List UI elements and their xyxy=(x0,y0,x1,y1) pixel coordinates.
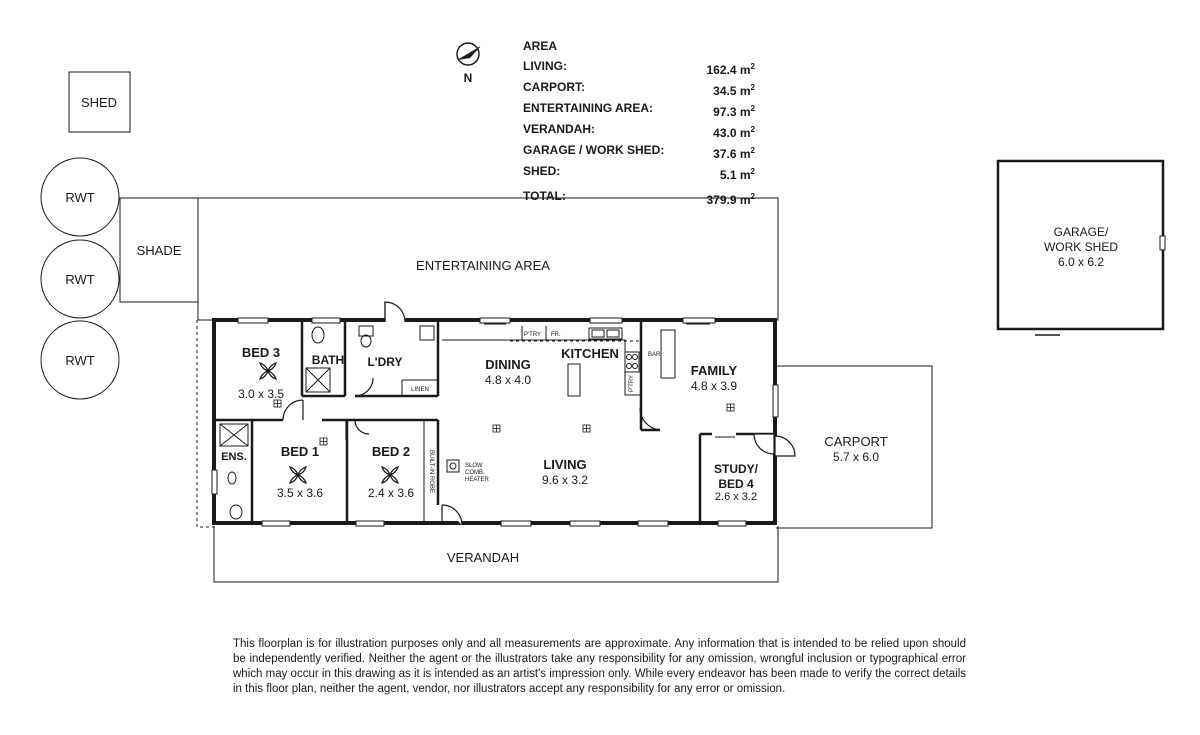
room-ens-name: ENS. xyxy=(221,451,247,463)
room-bath-name: BATH xyxy=(312,353,344,367)
area-row-garage: GARAGE / WORK SHED: 37.6 m2 xyxy=(523,143,755,161)
compass-label: N xyxy=(464,71,473,85)
room-ldry-name: L'DRY xyxy=(367,355,402,369)
area-title: AREA xyxy=(523,39,558,53)
room-study-name-2: BED 4 xyxy=(718,477,754,491)
window-family xyxy=(682,317,716,324)
heater-icon xyxy=(446,459,460,473)
ceiling-fan-icon-bed1 xyxy=(289,466,307,484)
heater-label-2: COMB. xyxy=(465,470,485,476)
garage-label-2: WORK SHED xyxy=(1044,240,1118,254)
window-bed2 xyxy=(355,520,385,527)
shower-icon xyxy=(305,367,331,393)
entertaining-area-label: ENTERTAINING AREA xyxy=(416,258,550,273)
disclaimer-text: This floorplan is for illustration purpo… xyxy=(233,638,966,695)
room-family-name: FAMILY xyxy=(691,363,738,378)
rainwater-tank-1 xyxy=(40,157,120,237)
room-bed3-dim: 3.0 x 3.5 xyxy=(238,387,284,401)
rainwater-tank-3 xyxy=(40,320,120,400)
room-bed2-name: BED 2 xyxy=(372,444,410,459)
fridge-label: FR. xyxy=(551,332,561,338)
ensuite-shower-icon xyxy=(219,423,249,447)
ceiling-vent-icons xyxy=(273,399,735,446)
garage-dimensions: 6.0 x 6.2 xyxy=(1058,255,1104,269)
room-living-name: LIVING xyxy=(543,457,586,472)
bar-counter xyxy=(660,329,676,379)
carport-label: CARPORT xyxy=(824,434,887,449)
ceiling-fan-icon-bed3 xyxy=(259,362,277,380)
room-dining-dim: 4.8 x 4.0 xyxy=(485,373,531,387)
window-ensuite xyxy=(211,469,218,495)
area-schedule: AREA LIVING: 162.4 m2 CARPORT: 34.5 m2 E… xyxy=(523,38,755,209)
room-bed3-name: BED 3 xyxy=(242,345,280,360)
rainwater-tank-2 xyxy=(40,239,120,319)
north-arrow-icon xyxy=(456,42,481,66)
window-bed3 xyxy=(237,317,269,324)
ceiling-fan-icon-bed2 xyxy=(381,466,399,484)
shed-label: SHED xyxy=(81,95,117,110)
verandah-label: VERANDAH xyxy=(447,550,519,565)
window-living-2 xyxy=(569,520,601,527)
room-bed2-dim: 2.4 x 3.6 xyxy=(368,486,414,500)
bar-label: BAR xyxy=(648,352,661,358)
garage-window xyxy=(1159,235,1166,251)
carport-dimensions: 5.7 x 6.0 xyxy=(833,450,879,464)
sink-icon xyxy=(588,327,623,340)
rwt-label-1: RWT xyxy=(65,190,94,205)
heater-label-1: SLOW xyxy=(465,463,483,469)
room-study-dim: 2.6 x 3.2 xyxy=(715,491,757,503)
window-dining xyxy=(479,317,511,324)
shed-outline xyxy=(68,71,131,133)
carport-outline xyxy=(776,365,933,529)
garage-label-1: GARAGE/ xyxy=(1054,225,1109,239)
area-row-carport: CARPORT: 34.5 m2 xyxy=(523,80,755,98)
area-row-total: TOTAL: 379.9 m2 xyxy=(523,189,755,207)
ensuite-basin-icon xyxy=(227,471,237,485)
window-living-3 xyxy=(637,520,669,527)
heater-label-3: HEATER xyxy=(465,477,490,483)
window-bed1 xyxy=(261,520,291,527)
window-kitchen xyxy=(589,317,623,324)
door-swings xyxy=(282,301,796,526)
area-row-entertaining: ENTERTAINING AREA: 97.3 m2 xyxy=(523,101,755,119)
pantry-label: P'TRY xyxy=(524,332,541,338)
ensuite-toilet-icon xyxy=(229,504,243,520)
room-study-name-1: STUDY/ xyxy=(714,462,759,476)
rwt-label-3: RWT xyxy=(65,353,94,368)
window-study xyxy=(717,520,747,527)
garage-outline xyxy=(996,159,1165,331)
sliding-door-arrows xyxy=(344,323,735,438)
room-family-dim: 4.8 x 3.9 xyxy=(691,379,737,393)
room-bed1-name: BED 1 xyxy=(281,444,319,459)
room-bed1-dim: 3.5 x 3.6 xyxy=(277,486,323,500)
basin-icon xyxy=(311,326,325,344)
kitchen-island xyxy=(567,363,581,397)
robe-label: BUILT-IN ROBE xyxy=(428,450,434,493)
rwt-label-2: RWT xyxy=(65,272,94,287)
room-dining-name: DINING xyxy=(485,357,531,372)
area-row-verandah: VERANDAH: 43.0 m2 xyxy=(523,122,755,140)
area-row-living: LIVING: 162.4 m2 xyxy=(523,59,755,77)
cooktop-icon xyxy=(624,351,640,373)
toilet-icon xyxy=(360,334,372,348)
dashed-boundary xyxy=(196,320,214,528)
area-row-shed: SHED: 5.1 m2 xyxy=(523,164,755,182)
room-linen-name: LINEN xyxy=(411,387,429,393)
room-kitchen-name: KITCHEN xyxy=(561,346,619,361)
window-bath xyxy=(311,317,341,324)
room-living-dim: 9.6 x 3.2 xyxy=(542,473,588,487)
verandah-outline xyxy=(213,526,779,583)
pantry-label-2: P'TRY xyxy=(629,375,635,392)
window-family-side xyxy=(772,384,779,418)
window-living-1 xyxy=(500,520,532,527)
toilet-cistern xyxy=(358,325,374,337)
shade-label: SHADE xyxy=(137,243,182,258)
laundry-tub-icon xyxy=(419,325,435,341)
